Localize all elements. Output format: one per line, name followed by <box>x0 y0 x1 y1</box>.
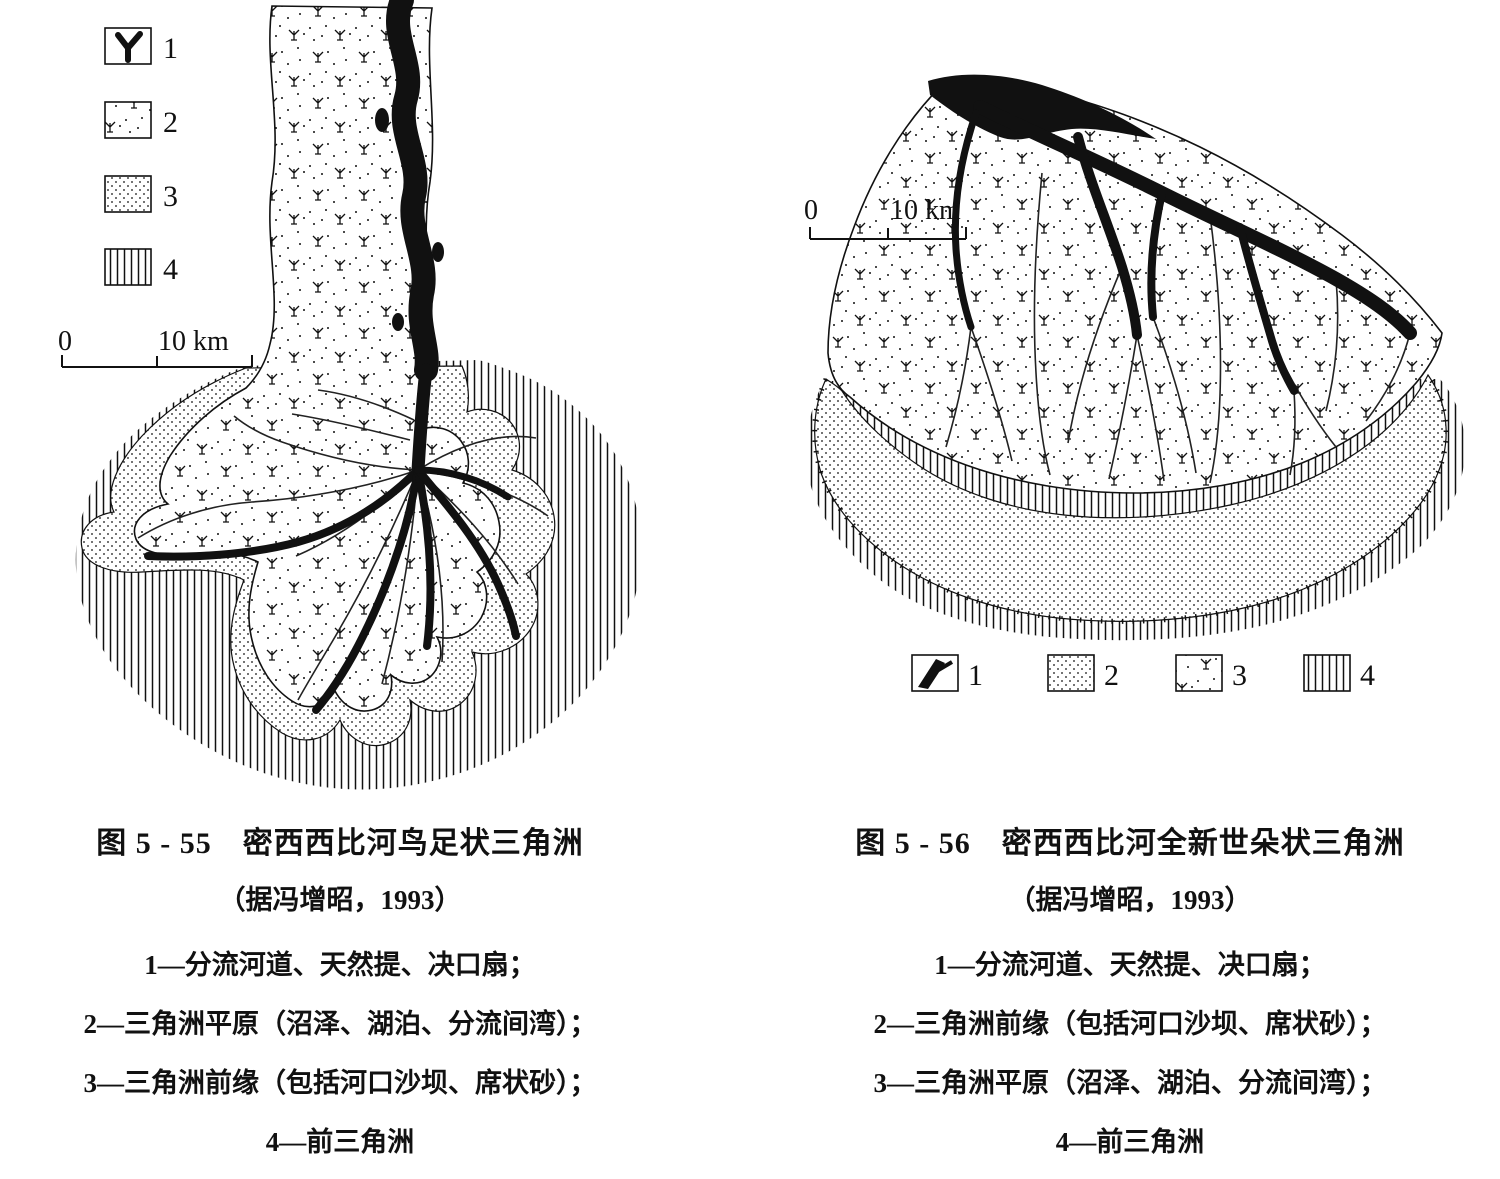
caption-block-left: 图 5 - 55 密西西比河鸟足状三角洲 （据冯增昭，1993） 1—分流河道、… <box>20 818 660 1179</box>
legend-number-2: 2 <box>163 106 178 139</box>
scale-zero: 0 <box>58 326 72 357</box>
caption-block-right: 图 5 - 56 密西西比河全新世朵状三角洲 （据冯增昭，1993） 1—分流河… <box>790 818 1470 1179</box>
legend-note-4: 4—前三角洲 <box>1055 1127 1205 1157</box>
legend-note-3: 3—三角洲平原（沼泽、湖泊、分流间湾）； <box>873 1068 1387 1098</box>
figure-source: （据冯增昭，1993） <box>218 885 462 915</box>
distributary-lines <box>945 172 1411 484</box>
legend-note-4: 4—前三角洲 <box>265 1127 415 1157</box>
scale-label: 10 km <box>158 326 229 357</box>
apex-channel-mass <box>928 74 1156 140</box>
legend-swatch-hatch <box>104 248 152 286</box>
crevasse-splays <box>375 108 444 331</box>
legend-number-4: 4 <box>163 253 178 286</box>
channel-swatch-icon <box>115 31 143 63</box>
river-channel <box>951 100 1417 395</box>
scale-bar-left: 0 10 km <box>58 326 253 368</box>
birdfoot-delta-map: 1 2 3 4 0 10 km <box>58 0 642 790</box>
legend-note-2: 2—三角洲平原（沼泽、湖泊、分流间湾）； <box>83 1009 597 1039</box>
legend-number-1: 1 <box>163 32 178 65</box>
legend-swatch-dots <box>104 175 152 213</box>
legend-swatch-dots <box>1047 654 1095 692</box>
river-channel <box>144 0 520 714</box>
legend-number-2: 2 <box>1104 659 1119 692</box>
delta-front-edge-ticks <box>812 373 1449 624</box>
figure-title: 图 5 - 56 密西西比河全新世朵状三角洲 <box>855 827 1405 860</box>
legend-number-4: 4 <box>1360 659 1375 692</box>
legend-right: 1 2 3 4 <box>911 654 1375 692</box>
figure-title: 图 5 - 55 密西西比河鸟足状三角洲 <box>96 827 584 860</box>
channel-swatch-branch <box>928 660 954 677</box>
figure-source: （据冯增昭，1993） <box>1008 885 1252 915</box>
legend-note-1: 1—分流河道、天然提、决口扇； <box>934 950 1326 980</box>
lobate-delta-map: 0 10 km 1 2 3 4 <box>804 74 1466 692</box>
scale-label: 10 km <box>890 195 961 226</box>
legend-left: 1 2 3 4 <box>104 27 178 286</box>
scale-bar-right: 0 10 km <box>804 195 967 240</box>
legend-swatch-hatch <box>1303 654 1351 692</box>
legend-number-3: 3 <box>1232 659 1247 692</box>
scale-zero: 0 <box>804 195 818 226</box>
delta-front-area <box>814 373 1447 622</box>
figure-5-56: 0 10 km 1 2 3 4 图 5 - 56 密西西比河全新世朵状三角洲 （… <box>720 0 1500 1157</box>
figure-5-55: 1 2 3 4 0 10 km 图 5 - 55 密西西比河鸟足状三角洲 （据冯… <box>0 0 720 1157</box>
legend-swatch-marsh <box>104 101 152 139</box>
legend-note-3: 3—三角洲前缘（包括河口沙坝、席状砂）； <box>83 1068 597 1098</box>
legend-number-1: 1 <box>968 659 983 692</box>
delta-plain-area <box>827 82 1443 494</box>
legend-swatch-marsh <box>1175 654 1223 692</box>
legend-note-1: 1—分流河道、天然提、决口扇； <box>144 950 536 980</box>
legend-number-3: 3 <box>163 180 178 213</box>
legend-note-2: 2—三角洲前缘（包括河口沙坝、席状砂）； <box>873 1009 1387 1039</box>
